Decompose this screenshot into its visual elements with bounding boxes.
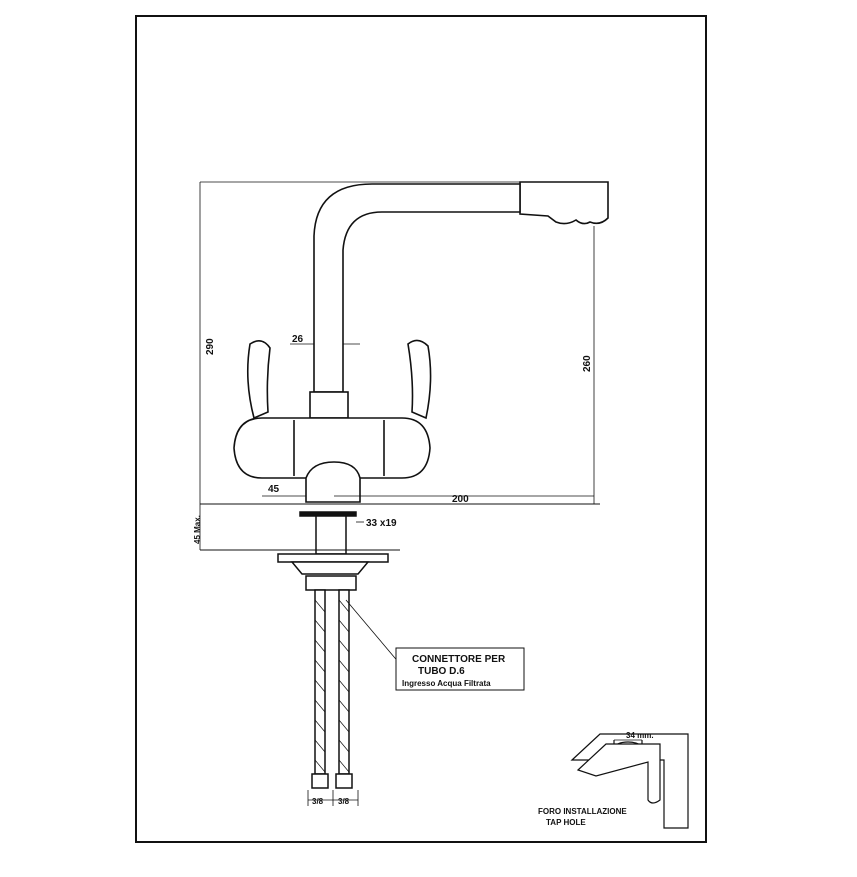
spout-head <box>519 181 609 225</box>
dim-nut-size: 33 x19 <box>366 518 397 529</box>
dim-max-thickness: 45 Max. <box>193 515 202 544</box>
left-handle <box>246 340 271 420</box>
callout-line3: Ingresso Acqua Filtrata <box>402 679 491 688</box>
spout-collar <box>309 391 349 419</box>
tap-hole-detail <box>570 733 689 829</box>
dim-base-offset: 45 <box>268 484 280 495</box>
spout-tube <box>313 183 521 393</box>
mounting-assembly <box>200 503 600 789</box>
body-neck <box>305 461 361 503</box>
tap-hole-size: 34 mm. <box>626 731 654 740</box>
hose-fitting-right <box>335 773 353 789</box>
dimension-lines <box>199 181 595 806</box>
dim-hose-left: 3/8 <box>312 797 324 806</box>
drawing-frame <box>135 15 707 843</box>
callout-line1: CONNETTORE PER <box>412 654 506 665</box>
connector-callout: CONNETTORE PER TUBO D.6 Ingresso Acqua F… <box>395 647 525 691</box>
faucet-outline <box>233 181 609 503</box>
callout-line2: TUBO D.6 <box>418 666 465 677</box>
dim-spout-height: 260 <box>582 355 593 372</box>
mounting-bracket <box>290 561 370 575</box>
right-handle <box>407 339 432 420</box>
tap-hole-label-line2: TAP HOLE <box>546 818 586 827</box>
faucet-body <box>233 417 431 479</box>
mounting-shank <box>315 515 347 555</box>
dim-reach: 200 <box>452 494 469 505</box>
tap-hole-label-line1: FORO INSTALLAZIONE <box>538 807 627 816</box>
hose-fitting-left <box>311 773 329 789</box>
mounting-plate <box>277 553 389 563</box>
dim-spout-diameter: 26 <box>292 334 304 345</box>
hex-nut <box>305 575 357 591</box>
dim-hose-right: 3/8 <box>338 797 350 806</box>
dim-total-height: 290 <box>205 338 216 355</box>
